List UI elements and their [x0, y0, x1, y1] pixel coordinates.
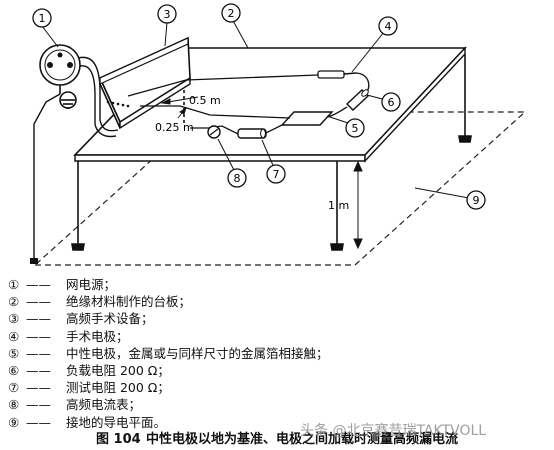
- ground-plane: [33, 111, 527, 266]
- callout-9: 9: [473, 194, 480, 207]
- earth-lead: [33, 93, 61, 262]
- legend-text: 高频手术设备；: [66, 311, 154, 327]
- legend-number: ⑦: [8, 380, 20, 396]
- table-legs: [71, 54, 472, 251]
- callout-7-circle: [266, 164, 286, 184]
- watermark: 头条 @北京赛昔瑞TAKTVOLL: [300, 423, 487, 439]
- legend-number: ⑨: [8, 414, 20, 430]
- callout-5-circle: [345, 118, 365, 138]
- legend-text: 中性电极，金属或与同样尺寸的金属箔相接触；: [66, 345, 329, 361]
- legend-item: ⑥——负载电阻 200 Ω；: [8, 362, 170, 378]
- legend-item: ⑨——接地的导电平面。: [8, 414, 167, 430]
- legend-number: ①: [8, 277, 20, 292]
- legend-text: 手术电极；: [66, 328, 129, 344]
- legend-text: 网电源；: [66, 277, 117, 292]
- legend-number: ④: [8, 328, 20, 344]
- figure-caption: 图 104 中性电极以地为基准、电极之间加载时测量高频漏电流: [0, 428, 554, 447]
- legend-item: ③——高频手术设备；: [8, 311, 154, 327]
- legend-text: 高频电流表；: [66, 397, 142, 413]
- legend-item: ①——网电源；: [8, 277, 117, 292]
- figure-title: 中性电极以地为基准、电极之间加载时测量高频漏电流: [146, 432, 459, 447]
- load-resistor: [345, 89, 370, 111]
- callout-5: 5: [352, 122, 359, 135]
- legend-item: ②——绝缘材料制作的台板；: [8, 294, 192, 310]
- legend-item: ⑧——高频电流表；: [8, 397, 142, 413]
- callout-6: 6: [388, 96, 395, 109]
- dimension-0-25m: [177, 106, 187, 119]
- mains-supply: [39, 44, 81, 86]
- test-resistor: [237, 128, 267, 139]
- legend-item: ⑦——测试电阻 200 Ω；: [8, 380, 170, 396]
- callout-1: 1: [39, 12, 46, 25]
- callout-4: 4: [385, 20, 392, 33]
- hf-surgical-equipment: [98, 36, 191, 130]
- hf-ammeter: [207, 125, 221, 139]
- callout-7: 7: [273, 168, 280, 181]
- callout-3: 3: [164, 8, 171, 21]
- legend-text: 负载电阻 200 Ω；: [66, 362, 170, 378]
- callout-4-circle: [378, 16, 398, 36]
- legend-number: ⑤: [8, 345, 20, 361]
- callout-2: 2: [228, 7, 235, 20]
- legend-number: ⑧: [8, 397, 20, 413]
- dimension-label-0-5m: 0.5 m: [189, 94, 221, 107]
- legend-text: 接地的导电平面。: [66, 414, 167, 430]
- neutral-lead: [140, 105, 291, 119]
- legend: ①——网电源； ②——绝缘材料制作的台板； ③——高频手术设备； ④——手术电极…: [8, 276, 548, 431]
- earth-terminal: [30, 258, 38, 264]
- callout-3-circle: [157, 4, 177, 24]
- mains-cable: [77, 56, 119, 132]
- legend-number: ③: [8, 311, 20, 327]
- dimension-0-5m: [160, 96, 199, 105]
- callout-8-circle: [227, 168, 247, 188]
- legend-number: ②: [8, 294, 20, 310]
- dimension-label-1m: 1 m: [328, 199, 349, 212]
- callout-6-circle: [381, 92, 401, 112]
- neutral-electrode: [280, 111, 334, 126]
- legend-text: 测试电阻 200 Ω；: [66, 380, 170, 396]
- callouts: [41, 16, 470, 199]
- height-dimension: [353, 160, 363, 250]
- mains-earth-symbol: [59, 85, 77, 109]
- callout-8: 8: [234, 172, 241, 185]
- legend-number: ⑥: [8, 362, 20, 378]
- dimension-label-0-25m: 0.25 m: [155, 121, 194, 134]
- test-setup-diagram: 1 m 0.5 m: [30, 3, 527, 266]
- legend-item: ⑤——中性电极，金属或与同样尺寸的金属箔相接触；: [8, 345, 329, 361]
- legend-item: ④——手术电极；: [8, 328, 129, 344]
- active-electrode: [317, 70, 357, 79]
- measurement-lead: [190, 124, 283, 135]
- table-top-front-edge: [74, 154, 366, 162]
- callout-9-circle: [466, 190, 486, 210]
- callout-1-circle: [32, 8, 52, 28]
- callout-2-circle: [221, 3, 241, 23]
- active-lead: [127, 74, 319, 97]
- figure-number: 图 104: [96, 432, 141, 447]
- legend-text: 绝缘材料制作的台板；: [66, 294, 192, 310]
